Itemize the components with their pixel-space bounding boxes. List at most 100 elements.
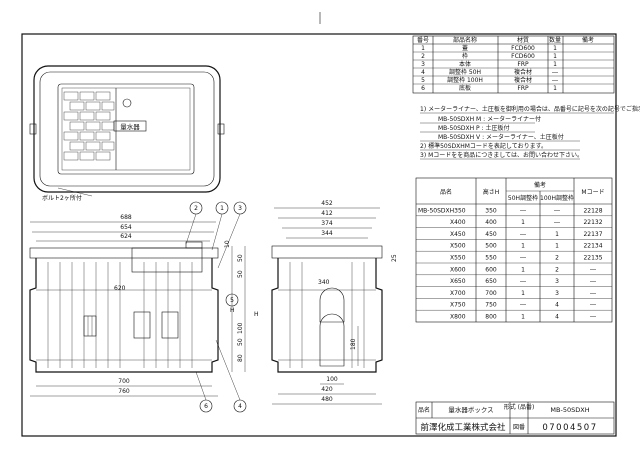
spec-cell: 4 bbox=[555, 302, 559, 309]
dim-side-100: 100 bbox=[326, 376, 338, 383]
title-label-type: 形式 (品番) bbox=[504, 403, 535, 411]
spec-cell: ― bbox=[590, 314, 596, 321]
dim-620: 620 bbox=[114, 285, 126, 292]
spec-cell: X500 bbox=[450, 243, 466, 250]
dim-688: 688 bbox=[120, 214, 132, 221]
lid-text: 量水器 bbox=[120, 122, 140, 131]
spec-cell: ― bbox=[554, 207, 560, 214]
spec-cell: ― bbox=[590, 290, 596, 297]
spec-cell: 450 bbox=[485, 231, 497, 238]
note-1-v: MB-50SDXH V : メーターライナー、土圧板付 bbox=[438, 133, 564, 141]
dim-10: 10 bbox=[224, 240, 231, 248]
note-1-m: MB-50SDXH M : メーターライナー付 bbox=[438, 115, 541, 123]
spec-cell: ― bbox=[590, 278, 596, 285]
spec-cell: 4 bbox=[555, 314, 559, 321]
parts-cell: 3 bbox=[421, 61, 425, 68]
callout-4: 4 bbox=[238, 403, 242, 410]
parts-cell: 5 bbox=[421, 77, 425, 84]
plan-view: 量水器 ボルト2ヶ所付 bbox=[29, 65, 225, 202]
spec-cell: 750 bbox=[485, 302, 497, 309]
spec-cell: 600 bbox=[485, 266, 497, 273]
dim-25: 25 bbox=[391, 254, 398, 262]
parts-cell: 1 bbox=[553, 85, 557, 92]
dim-480: 480 bbox=[321, 396, 333, 403]
title-label-name: 品名 bbox=[418, 406, 430, 414]
parts-header-qty: 数量 bbox=[549, 36, 561, 44]
spec-header-mcode: Mコード bbox=[581, 189, 604, 196]
spec-cell: 3 bbox=[555, 278, 559, 285]
rib-lines bbox=[47, 262, 193, 368]
spec-cell: ― bbox=[520, 207, 526, 214]
side-rib-lines bbox=[289, 262, 365, 368]
callout-5: 5 bbox=[230, 297, 234, 304]
parts-cell: 調整枠 50H bbox=[449, 68, 481, 76]
dim-80: 80 bbox=[237, 354, 244, 362]
parts-cell: ― bbox=[552, 77, 558, 84]
note-2: 2) 標準50SDXHMコードを表記しております。 bbox=[420, 142, 547, 150]
parts-cell: 複合材 bbox=[514, 68, 532, 76]
brick-pattern bbox=[63, 91, 115, 161]
parts-cell: ― bbox=[552, 69, 558, 76]
dim-50c: 50 bbox=[237, 338, 244, 346]
callout-1: 1 bbox=[220, 205, 224, 212]
dim-50b: 50 bbox=[237, 270, 244, 278]
parts-cell: FCD600 bbox=[511, 53, 535, 60]
spec-cell: 22132 bbox=[583, 219, 602, 226]
spec-cell: 1 bbox=[521, 219, 525, 226]
dim-h2: H bbox=[230, 307, 235, 314]
spec-cell: MB-50SDXH350 bbox=[418, 207, 466, 214]
spec-cell: 1 bbox=[521, 266, 525, 273]
callout-2: 2 bbox=[194, 205, 198, 212]
spec-cell: X450 bbox=[450, 231, 466, 238]
dim-344: 344 bbox=[321, 230, 333, 237]
spec-cell: 550 bbox=[485, 255, 497, 262]
spec-cell: X400 bbox=[450, 219, 466, 226]
spec-cell: X700 bbox=[450, 290, 466, 297]
parts-cell: 複合材 bbox=[514, 76, 532, 84]
dim-654: 654 bbox=[120, 224, 132, 231]
spec-cell: 22134 bbox=[583, 243, 602, 250]
note-1-p: MB-50SDXH P : 土圧板付 bbox=[438, 124, 510, 132]
dim-452: 452 bbox=[321, 200, 333, 207]
bolt-label: ボルト2ヶ所付 bbox=[42, 194, 82, 202]
spec-cell: ― bbox=[520, 255, 526, 262]
spec-cell: 3 bbox=[555, 290, 559, 297]
parts-cell: 2 bbox=[421, 53, 425, 60]
parts-header-name: 部品名称 bbox=[453, 36, 477, 44]
parts-cell: 本体 bbox=[459, 60, 471, 68]
drawing-number: 07004507 bbox=[542, 423, 597, 433]
lid-key-icon bbox=[122, 98, 132, 108]
dim-h: H bbox=[254, 311, 259, 318]
spec-cell: 700 bbox=[485, 290, 497, 297]
parts-cell: 1 bbox=[421, 45, 425, 52]
spec-header-50h: 50H調整枠 bbox=[508, 194, 538, 202]
parts-cell: 6 bbox=[421, 85, 425, 92]
spec-cell: ― bbox=[520, 302, 526, 309]
dim-700: 700 bbox=[118, 378, 130, 385]
spec-cell: X550 bbox=[450, 255, 466, 262]
spec-cell: 400 bbox=[485, 219, 497, 226]
dim-420: 420 bbox=[321, 386, 333, 393]
spec-cell: 350 bbox=[485, 207, 497, 214]
parts-cell: 調整枠 100H bbox=[447, 76, 483, 84]
spec-cell: 22137 bbox=[583, 231, 602, 238]
dim-180: 180 bbox=[350, 338, 357, 350]
company-name: 前澤化成工業株式会社 bbox=[420, 422, 506, 433]
parts-cell: 1 bbox=[553, 45, 557, 52]
spec-cell: ― bbox=[520, 278, 526, 285]
parts-cell: 1 bbox=[553, 61, 557, 68]
spec-cell: 1 bbox=[555, 231, 559, 238]
dim-100: 100 bbox=[237, 322, 244, 334]
spec-cell: 1 bbox=[555, 243, 559, 250]
side-view: 452 412 374 344 340 180 25 100 420 480 bbox=[271, 200, 398, 405]
spec-header-height: 高さH bbox=[483, 188, 500, 196]
dim-50a: 50 bbox=[237, 254, 244, 262]
front-view: 688 654 624 620 700 760 10 50 5 bbox=[29, 214, 259, 397]
drawing-border bbox=[21, 33, 617, 437]
side-pipe-opening bbox=[319, 287, 345, 323]
spec-cell: 22135 bbox=[583, 255, 602, 262]
parts-header-material: 材質 bbox=[517, 36, 529, 44]
note-1: 1) メーターライナー、土圧板を御利用の場合は、品番号に記号を次の記号でご指示下… bbox=[420, 105, 640, 113]
